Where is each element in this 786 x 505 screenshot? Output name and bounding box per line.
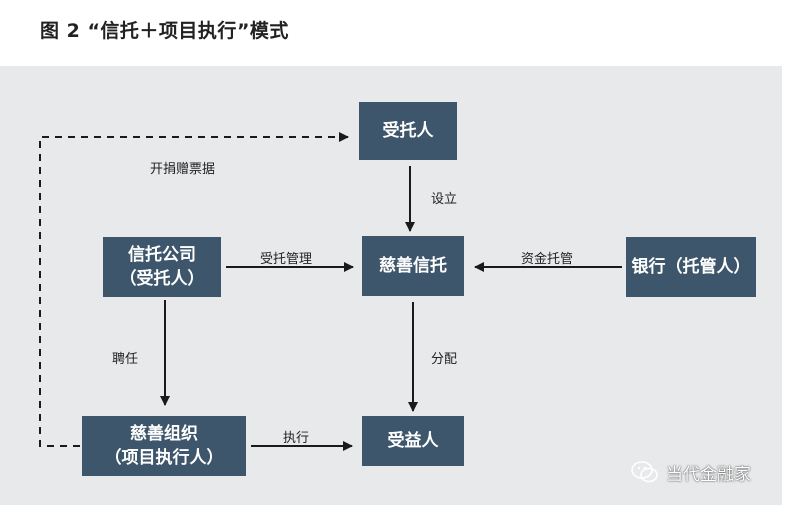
node-charity-org: 慈善组织 （项目执行人） bbox=[82, 416, 246, 476]
node-bank: 银行（托管人） bbox=[626, 237, 756, 297]
label-donation-receipt: 开捐赠票据 bbox=[150, 162, 216, 177]
node-beneficiary: 受益人 bbox=[362, 416, 464, 466]
label-engage: 聘任 bbox=[112, 352, 139, 367]
node-trust-company-line-1: 信托公司 bbox=[128, 245, 196, 265]
node-settlor: 受托人 bbox=[359, 102, 457, 160]
label-distribute: 分配 bbox=[431, 352, 458, 367]
label-execute: 执行 bbox=[283, 431, 310, 446]
node-bank-label: 银行（托管人） bbox=[631, 257, 751, 277]
watermark-text: 当代金融家 bbox=[666, 464, 751, 485]
watermark: 当代金融家 bbox=[630, 459, 751, 485]
arrow-donation-receipt bbox=[39, 132, 349, 447]
node-charity-trust-label: 慈善信托 bbox=[379, 256, 447, 276]
node-trust-company: 信托公司 （受托人） bbox=[103, 237, 221, 297]
node-settlor-label: 受托人 bbox=[382, 121, 434, 141]
node-beneficiary-label: 受益人 bbox=[387, 431, 439, 451]
figure-title: 图 2 “信托＋项目执行”模式 bbox=[40, 20, 289, 42]
label-fund-custody: 资金托管 bbox=[521, 252, 574, 267]
label-establish: 设立 bbox=[431, 192, 458, 207]
wechat-icon bbox=[631, 461, 658, 483]
node-charity-org-line-1: 慈善组织 bbox=[130, 424, 198, 444]
node-charity-trust: 慈善信托 bbox=[362, 236, 464, 296]
node-charity-org-line-2: （项目执行人） bbox=[104, 448, 224, 468]
label-trust-management: 受托管理 bbox=[260, 252, 313, 267]
node-trust-company-line-2: （受托人） bbox=[119, 269, 205, 289]
